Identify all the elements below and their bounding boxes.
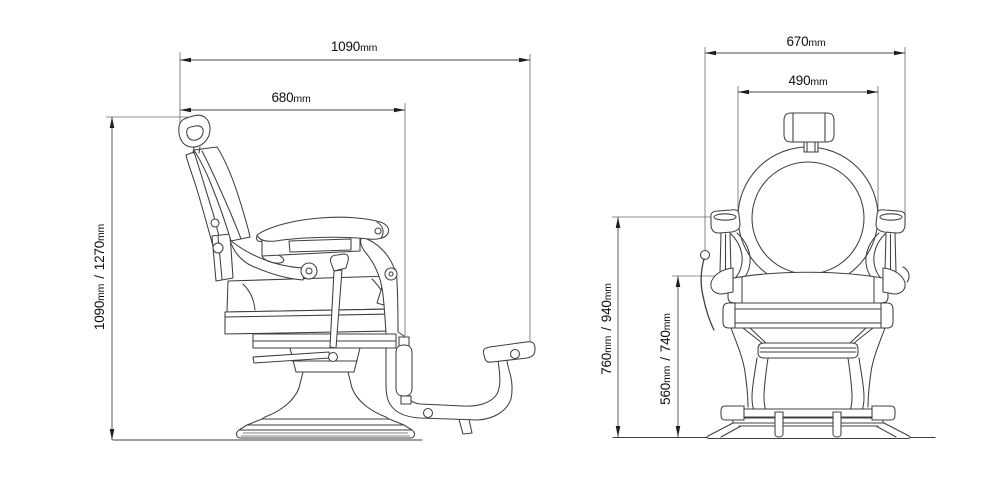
side-armrest-screw <box>374 227 382 235</box>
arrowhead-left <box>738 89 749 95</box>
side-base-ring-detail <box>241 432 410 437</box>
front-tilt-handle <box>902 266 910 283</box>
arrowhead-bottom <box>675 426 681 437</box>
front-crossbar-cap-left <box>720 405 745 421</box>
arrowhead-top <box>615 217 621 228</box>
front-seat-frame <box>722 302 894 329</box>
dim-armrest-height: 760mm/940mm <box>599 216 714 437</box>
front-seat-wing-right <box>882 267 906 295</box>
front-crossbar <box>743 408 873 418</box>
front-leg-left <box>751 357 769 411</box>
dim-backrest-width-label: 490mm <box>788 73 827 88</box>
front-base-detail <box>720 425 897 438</box>
dim-overall-depth: 1090mm <box>179 39 531 344</box>
arrowhead-right <box>394 107 405 113</box>
side-frame-pivot-center <box>388 271 394 277</box>
side-pedestal-base <box>236 371 415 439</box>
dim-seat-height: 560mm/740mm <box>658 275 731 437</box>
front-seat-wing-left <box>710 267 734 295</box>
front-seat-seams <box>741 276 875 304</box>
front-headrest-post <box>803 141 819 153</box>
dim-armrest-height-label: 760mm/940mm <box>599 283 614 375</box>
side-back-plate-screw <box>212 242 224 254</box>
front-headrest <box>783 112 835 143</box>
dim-overall-height: 1090mm/1270mm <box>92 116 188 440</box>
front-crossbar-cap-right <box>871 405 896 421</box>
side-footrest-plate <box>482 341 536 363</box>
front-armrest-pad-left <box>710 209 741 234</box>
side-backrest-seam <box>201 150 242 240</box>
arrowhead-right <box>519 57 530 63</box>
front-armrest-post-right <box>884 232 897 273</box>
front-pump-handle <box>700 258 715 331</box>
dim-upper-depth: 680mm <box>180 90 406 336</box>
side-bracket-pivot <box>300 262 318 280</box>
front-pump-handle-knob <box>699 249 711 261</box>
front-armrest-pad-right <box>875 209 906 234</box>
arrowhead-right <box>894 50 905 56</box>
side-seat-cushion <box>226 275 393 313</box>
arrowhead-left <box>180 107 191 113</box>
front-footrest-rod-left <box>774 411 784 438</box>
dim-overall-width: 670mm <box>704 34 906 250</box>
side-recline-pivot-screw <box>210 218 220 228</box>
front-armrest-pad-left-seam <box>713 213 737 221</box>
front-frame-curve-left <box>730 327 749 408</box>
dim-overall-height-label: 1090mm/1270mm <box>92 223 107 330</box>
front-view: 670mm 490mm 760mm/940mm 560mm/740mm <box>599 34 936 440</box>
front-seat-cushion <box>727 271 889 304</box>
side-base-rings <box>239 418 413 431</box>
arrowhead-top <box>675 276 681 287</box>
front-backrest-outer <box>737 146 879 288</box>
front-undercarriage-slopes <box>742 327 874 344</box>
side-pump-handle-knob <box>327 351 339 363</box>
front-seat-frame-seams <box>734 302 882 329</box>
side-footrest-bolt <box>422 407 434 419</box>
dim-seat-height-label: 560mm/740mm <box>658 313 673 405</box>
front-headrest-post-seams <box>806 141 816 153</box>
side-frame-pivot <box>384 267 398 281</box>
dim-backrest-width: 490mm <box>737 73 879 215</box>
side-seat-frame-seam <box>224 313 393 318</box>
arrowhead-bottom <box>615 426 621 437</box>
side-armrest-rail-slot <box>288 238 352 253</box>
side-armrest <box>256 216 390 242</box>
side-seat-frame <box>224 308 393 335</box>
arrowhead-bottom <box>109 429 115 440</box>
side-headrest-pad <box>186 125 204 141</box>
side-recline-lever-rod <box>329 269 343 349</box>
front-base <box>706 422 911 440</box>
arrowhead-right <box>867 89 878 95</box>
front-seat-pan-seams <box>759 347 857 353</box>
side-damper-link <box>400 395 412 405</box>
side-chair <box>178 114 536 439</box>
front-chair <box>699 112 911 440</box>
side-footrest-plate-bolt <box>509 348 521 360</box>
side-headrest-post <box>192 146 201 154</box>
front-armrest-pad-right-seam <box>879 213 903 221</box>
front-leg-right <box>847 357 865 411</box>
front-footrest-rod-right <box>832 411 842 438</box>
side-view: 1090mm 680mm 1090mm/1270mm <box>92 39 536 441</box>
front-armrest-post-left <box>719 232 732 273</box>
dim-overall-width-label: 670mm <box>786 34 825 49</box>
dim-upper-depth-label: 680mm <box>271 90 310 105</box>
front-headrest-seams <box>792 112 826 143</box>
arrowhead-left <box>180 57 191 63</box>
front-seat-pan <box>757 342 859 359</box>
side-armrest-end-cap <box>376 221 384 239</box>
side-hydraulic-damper <box>395 344 413 397</box>
front-frame-curve-right <box>867 327 886 408</box>
arrowhead-top <box>109 117 115 128</box>
side-bracket-pivot-center <box>305 267 313 275</box>
dim-overall-depth-label: 1090mm <box>331 39 378 54</box>
side-headrest <box>178 114 211 148</box>
arrowhead-left <box>705 50 716 56</box>
side-recline-lever-knob <box>329 253 349 272</box>
